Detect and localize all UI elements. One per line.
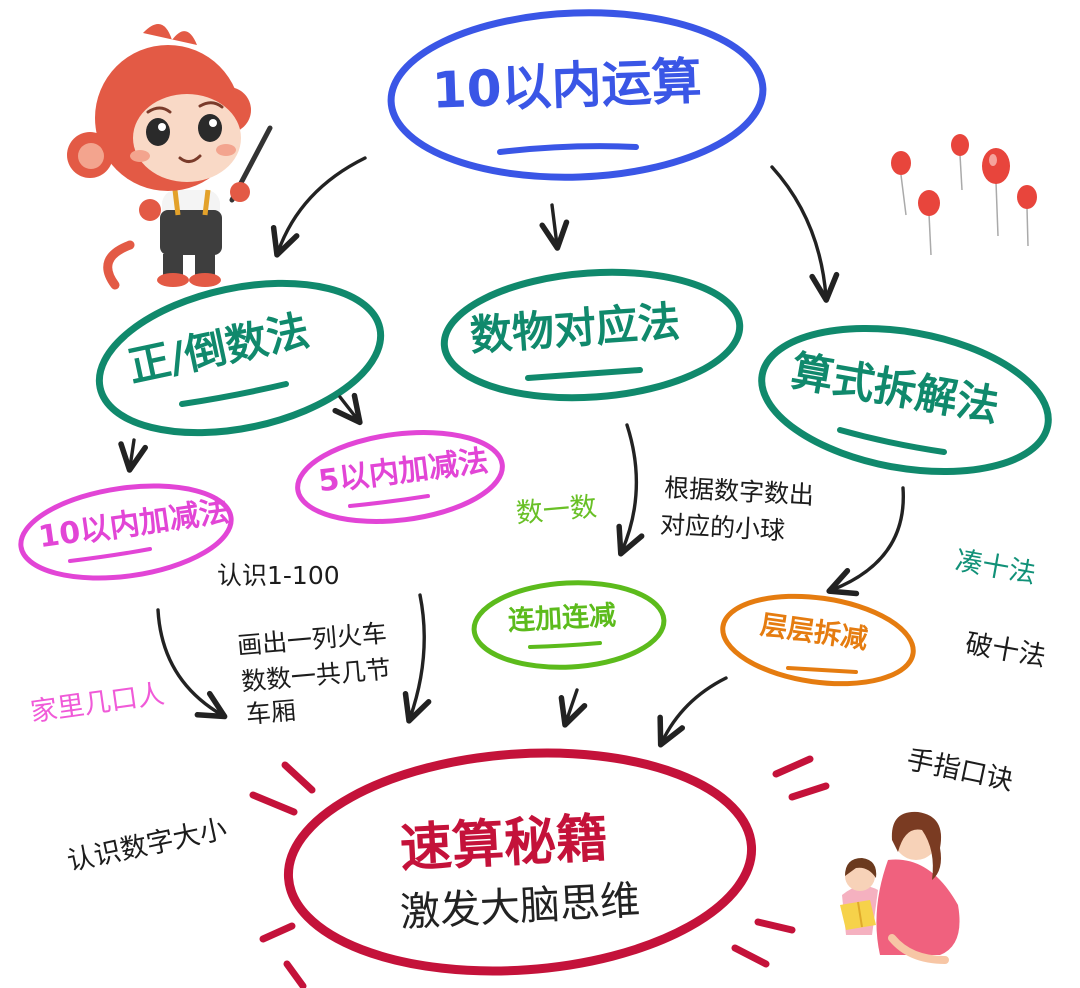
center-oval bbox=[283, 748, 757, 976]
diagram-title: 10以内运算 bbox=[431, 52, 703, 120]
note-renshi100: 认识1-100 bbox=[217, 561, 340, 590]
center-title: 速算秘籍 bbox=[398, 808, 610, 880]
sub-oval-add10 bbox=[18, 483, 234, 581]
arrows bbox=[118, 156, 905, 748]
monkey-teacher-mascot-icon bbox=[67, 24, 273, 290]
mother-and-child-reading-icon bbox=[840, 811, 960, 964]
sub-oval-add5 bbox=[295, 430, 505, 524]
method-oval-suanshi bbox=[758, 324, 1052, 476]
sub-oval-cengceng bbox=[720, 593, 916, 687]
red-balloons-icon bbox=[891, 134, 1037, 256]
title-oval bbox=[387, 9, 767, 181]
sub-lianjia-label: 连加连减 bbox=[507, 600, 617, 637]
note-huoche-line3: 车厢 bbox=[244, 695, 298, 730]
method-oval-shuwu bbox=[440, 268, 744, 402]
method-oval-zhengdao bbox=[95, 279, 385, 437]
sub-oval-lianjia bbox=[471, 580, 667, 670]
center-rays bbox=[249, 755, 830, 988]
